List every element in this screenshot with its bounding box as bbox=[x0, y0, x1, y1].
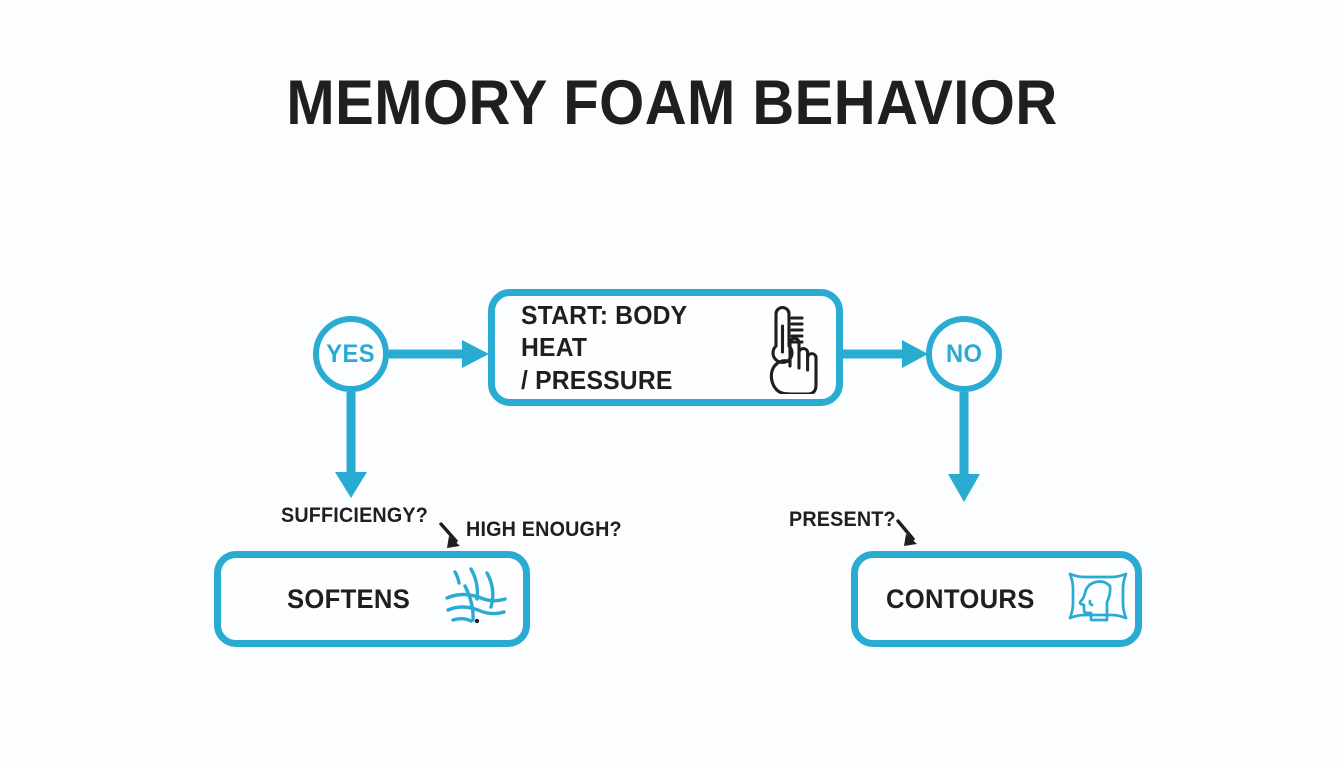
edge-start-to-no bbox=[843, 340, 928, 368]
edge-yes-to-softens bbox=[335, 392, 367, 498]
high-enough-pointer-arrow-icon bbox=[439, 522, 460, 548]
pillow-head-icon bbox=[1066, 570, 1130, 628]
edge-label-sufficiency: SUFFICIENGY? bbox=[281, 504, 429, 527]
process-node-softens[interactable]: SOFTENS bbox=[214, 551, 530, 647]
process-node-start[interactable]: START: BODY HEAT / PRESSURE bbox=[488, 289, 843, 406]
decision-node-no-label: NO bbox=[945, 339, 983, 368]
present-pointer-arrow-icon bbox=[896, 519, 917, 546]
process-node-contours-label: CONTOURS bbox=[886, 583, 1035, 614]
foam-fibers-icon bbox=[444, 564, 507, 634]
thermometer-hand-icon bbox=[748, 302, 820, 394]
edge-label-high-enough: HIGH ENOUGH? bbox=[466, 518, 622, 541]
process-node-softens-label: SOFTENS bbox=[287, 583, 411, 614]
decision-node-yes[interactable]: YES bbox=[313, 316, 389, 392]
process-node-contours[interactable]: CONTOURS bbox=[851, 551, 1142, 647]
page-title: MEMORY FOAM BEHAVIOR bbox=[286, 68, 1058, 138]
edge-no-to-contours bbox=[948, 392, 980, 502]
decision-node-no[interactable]: NO bbox=[926, 316, 1002, 392]
decision-node-yes-label: YES bbox=[326, 339, 376, 368]
edge-label-present: PRESENT? bbox=[789, 508, 896, 531]
process-node-start-label: START: BODY HEAT / PRESSURE bbox=[521, 299, 687, 395]
edge-yes-to-start bbox=[389, 340, 489, 368]
